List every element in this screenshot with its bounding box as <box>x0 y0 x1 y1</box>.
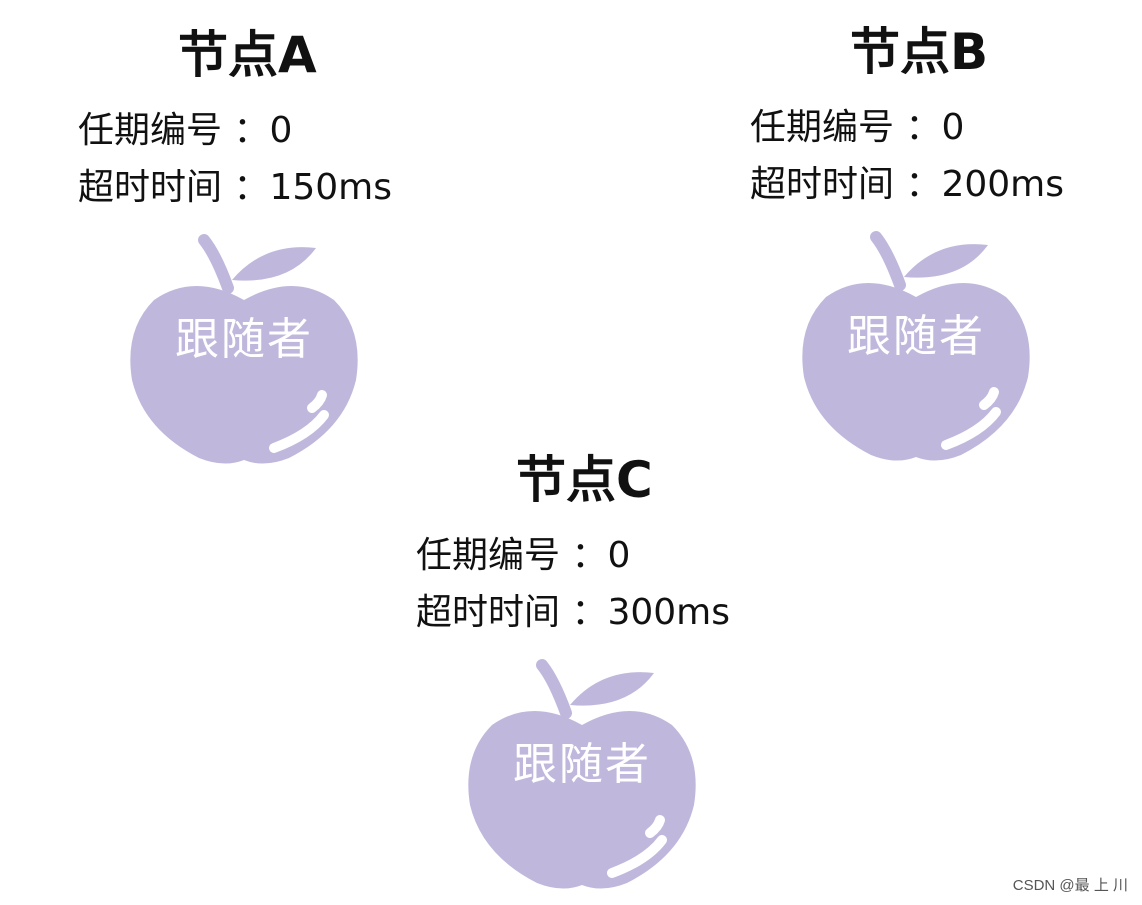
role-label: 跟随者 <box>513 739 651 790</box>
apple-follower-icon: 跟随者 <box>796 227 1036 467</box>
apple-icon <box>802 231 1030 461</box>
node-title: 节点B <box>850 23 989 81</box>
role-label: 跟随者 <box>175 314 313 365</box>
term-number-line: 任期编号 ：0 <box>416 535 631 576</box>
node-title: 节点A <box>178 26 317 84</box>
timeout-line: 超时时间 ：300ms <box>416 592 730 633</box>
apple-icon <box>468 659 696 889</box>
role-label: 跟随者 <box>847 311 985 362</box>
term-number-line: 任期编号 ：0 <box>78 110 293 151</box>
timeout-line: 超时时间 ：200ms <box>750 164 1064 205</box>
watermark: CSDN @最 上 川 <box>1012 877 1128 894</box>
term-number-line: 任期编号 ：0 <box>750 107 965 148</box>
apple-icon <box>130 234 358 464</box>
timeout-line: 超时时间 ：150ms <box>78 167 392 208</box>
apple-follower-icon: 跟随者 <box>124 230 364 470</box>
apple-follower-icon: 跟随者 <box>462 655 702 895</box>
node-title: 节点C <box>516 451 653 509</box>
